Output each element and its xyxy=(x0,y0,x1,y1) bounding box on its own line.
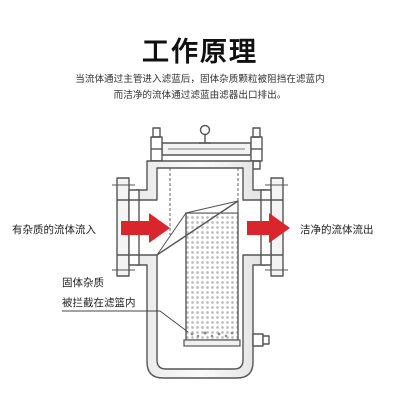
solids-label-line-1: 固体杂质 xyxy=(62,277,104,289)
page-title: 工作原理 xyxy=(142,37,258,68)
inlet-label: 有杂质的流体流入 xyxy=(12,224,96,236)
eye-bolt xyxy=(199,124,211,144)
description-line-1: 当流体通过主管进入滤蓝后，固体杂质颗粒被阻挡在滤蓝内 xyxy=(75,74,325,85)
trapped-solids xyxy=(190,331,234,338)
outlet-arrow xyxy=(247,213,290,243)
filter-basket xyxy=(156,168,241,347)
description-line-2: 而洁净的流体通过滤蓝由滤器出口排出。 xyxy=(113,90,287,101)
inlet-arrow xyxy=(121,213,170,243)
drain-plug xyxy=(252,333,270,347)
outlet-label: 洁净的流体流出 xyxy=(300,224,374,236)
top-cover xyxy=(150,127,263,170)
solids-leader-line xyxy=(62,310,189,333)
solids-label-line-2: 被拦截在滤篮内 xyxy=(62,297,136,309)
